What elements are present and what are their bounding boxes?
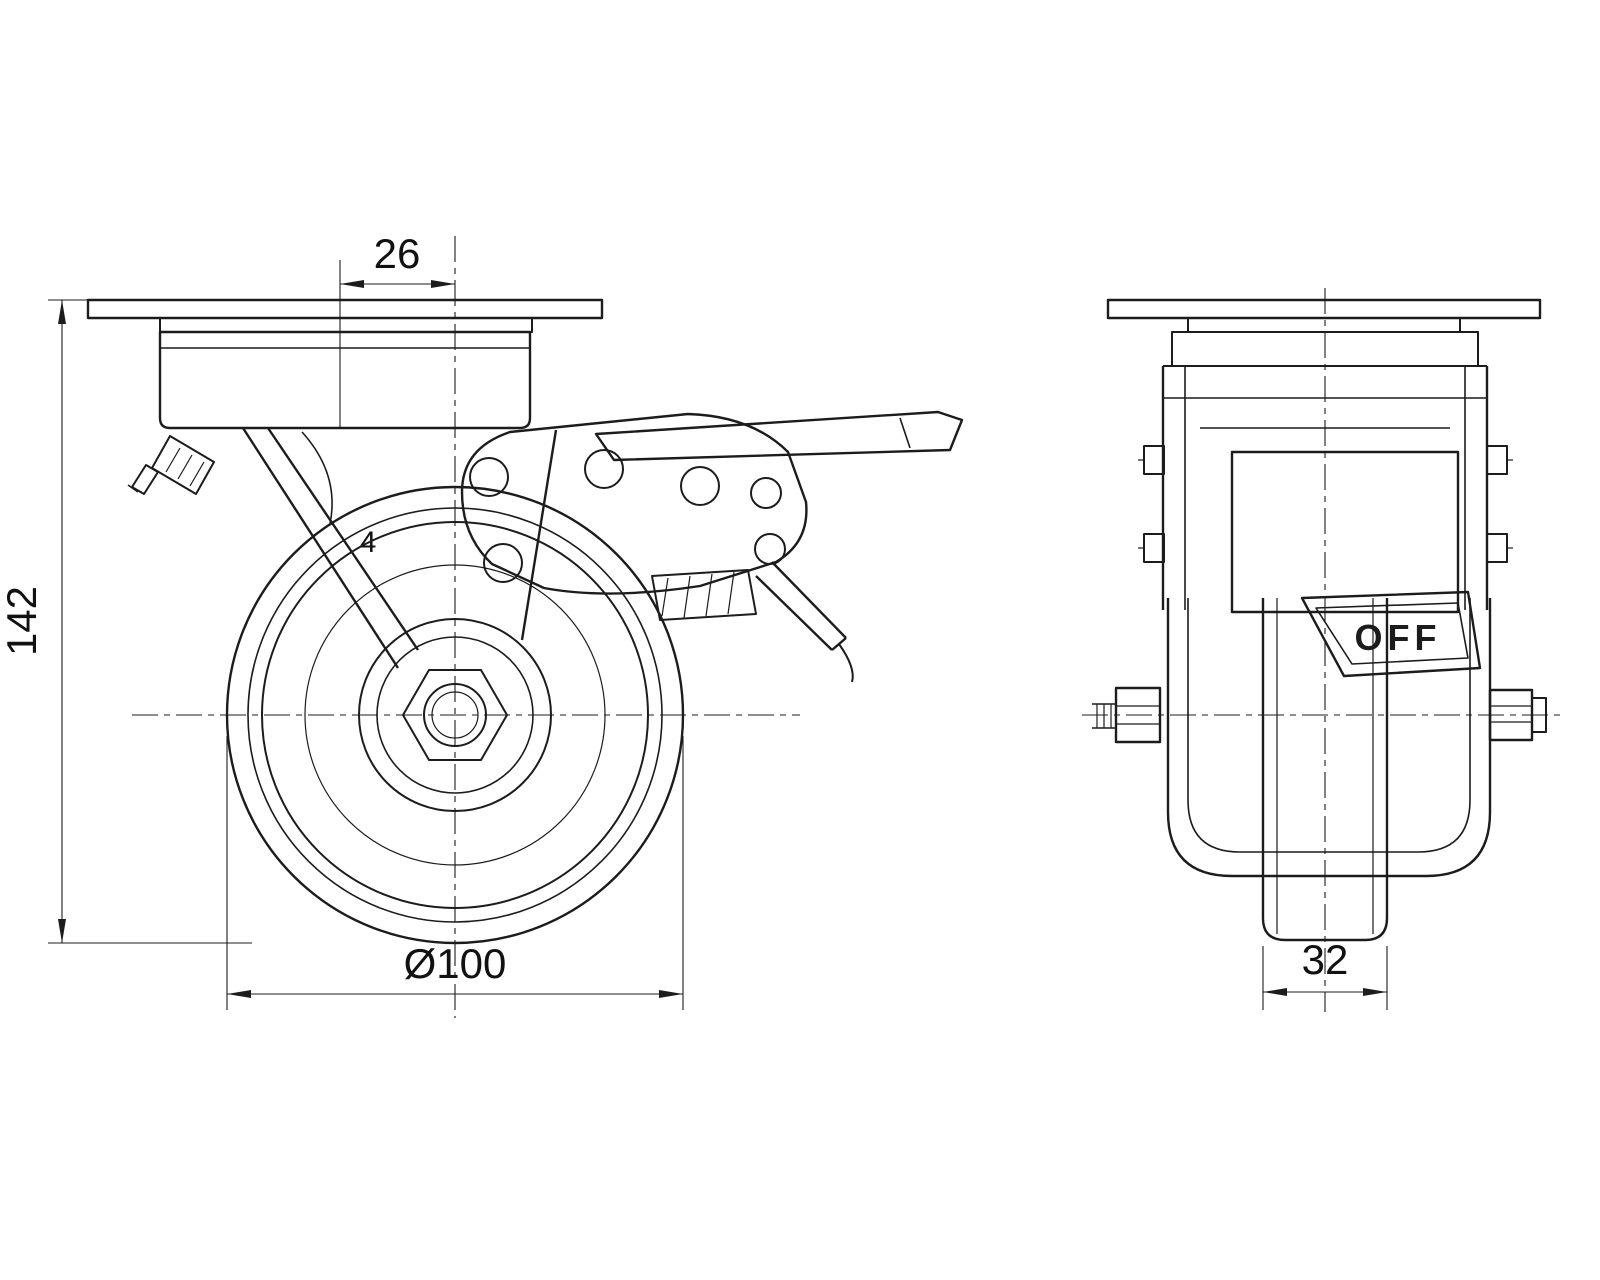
bolt-right-upper [1486, 445, 1508, 475]
dimension-wheel-diameter: Ø100 [226, 736, 684, 1010]
front-wheel [1166, 598, 1492, 942]
wheel-cover-inner [1187, 598, 1471, 853]
spring-housing [1230, 450, 1460, 614]
dimension-height: 142 [0, 299, 252, 944]
bolt-left-lower [1143, 533, 1165, 563]
dimension-offset: 26 [339, 230, 455, 428]
brake-pedal-label: OFF [1355, 617, 1442, 658]
brake-assembly [460, 410, 964, 683]
release-lever [771, 561, 847, 639]
side-view-centerlines [132, 236, 800, 1018]
dimension-height-value: 142 [0, 586, 45, 656]
bolt-left-upper [1143, 445, 1165, 475]
dimensions: 26 142 Ø100 32 [0, 230, 1388, 1010]
front-housing [1138, 365, 1513, 614]
dimension-wheel-width-value: 32 [1302, 936, 1349, 983]
grease-fitting-icon [127, 435, 215, 495]
bolt-right-lower [1486, 533, 1508, 563]
front-brake-pedal: OFF [1300, 590, 1482, 678]
mounting-plate [86, 298, 604, 430]
front-mounting-plate [1106, 298, 1542, 367]
swivel-fork: 4 [241, 427, 558, 669]
brake-linkage-plate [460, 412, 808, 595]
wheel-cover-outer [1166, 598, 1492, 878]
dimension-offset-value: 26 [374, 230, 421, 277]
brake-pedal-arm [594, 410, 964, 462]
dimension-wheel-diameter-value: Ø100 [404, 940, 507, 987]
brake-shoe [651, 569, 757, 621]
side-view: 4 [86, 236, 964, 1018]
front-view-centerlines [1082, 288, 1562, 1012]
front-view: OFF [1082, 288, 1562, 1012]
dimension-wheel-width: 32 [1262, 936, 1388, 1010]
